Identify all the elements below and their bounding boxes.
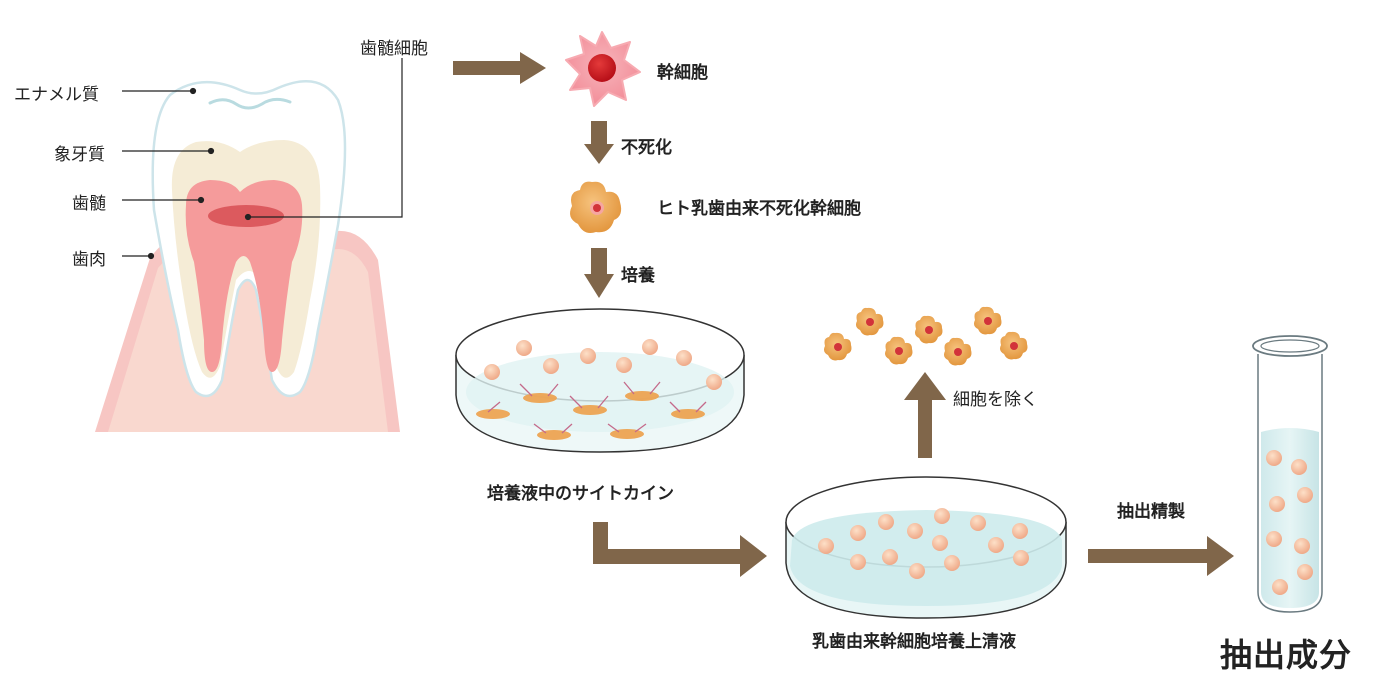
label-pulp: 歯髄 (72, 194, 106, 214)
label-remove-cells: 細胞を除く (953, 390, 1038, 410)
cell (824, 332, 852, 361)
label-immortal-cells: ヒト乳歯由来不死化幹細胞 (657, 199, 861, 219)
arrow-remove-cells (904, 372, 946, 458)
label-extract: 抽出成分 (1220, 636, 1353, 674)
cell (885, 336, 913, 365)
flow-arrows (453, 52, 1234, 577)
pulp-chamber (185, 180, 303, 372)
label-culture: 培養 (621, 266, 655, 286)
stem-cell-icon (565, 31, 641, 107)
supernatant-dish (785, 476, 1067, 619)
removed-cells (824, 306, 1028, 366)
arrow-purify (1088, 536, 1234, 576)
label-immortalize: 不死化 (621, 138, 672, 158)
leader-lines (122, 58, 403, 260)
arrow-culture (584, 248, 614, 298)
cell (915, 315, 943, 344)
label-enamel: エナメル質 (14, 85, 99, 105)
label-dentin: 象牙質 (54, 145, 105, 165)
cell (974, 306, 1002, 335)
test-tube (1252, 335, 1328, 613)
label-supernatant: 乳歯由来幹細胞培養上清液 (812, 632, 1016, 652)
tooth-illustration (95, 80, 400, 432)
arrow-to-supernatant (593, 522, 767, 577)
cell (856, 307, 884, 336)
label-cytokines: 培養液中のサイトカイン (487, 484, 674, 504)
label-gum: 歯肉 (72, 250, 106, 270)
label-purify: 抽出精製 (1117, 502, 1185, 522)
arrow-immortalize (584, 121, 614, 164)
arrow-pulp-to-stem (453, 52, 546, 84)
cell (1000, 331, 1028, 360)
label-stem-cell: 幹細胞 (657, 63, 708, 83)
immortalized-cell-icon (570, 181, 622, 233)
label-dental-pulp-cells: 歯髄細胞 (360, 39, 428, 59)
culture-dish (455, 308, 745, 453)
cell (944, 337, 972, 366)
